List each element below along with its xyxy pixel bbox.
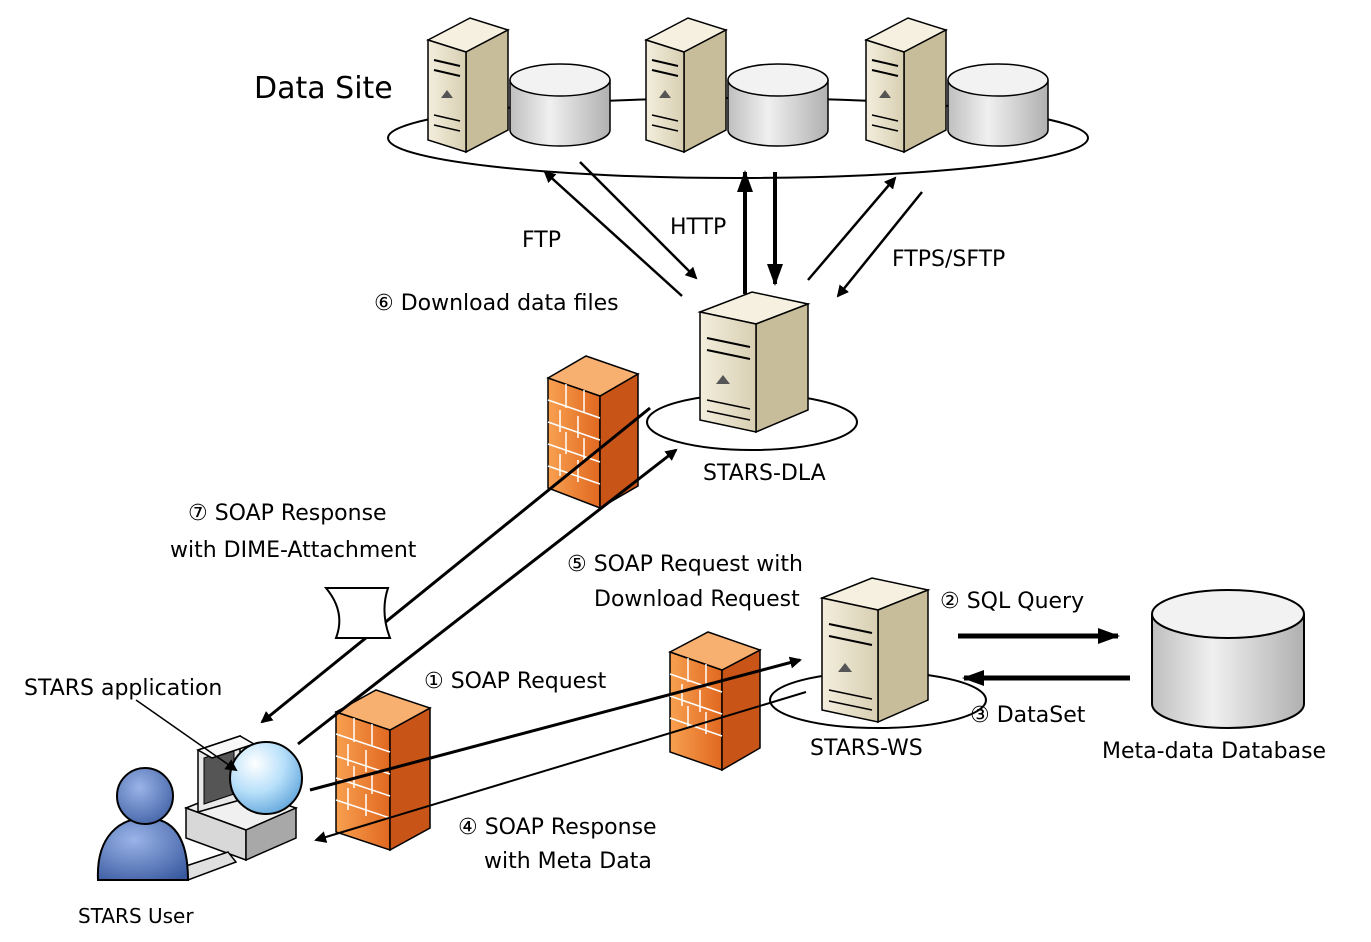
data-site-server-2-icon <box>644 17 728 154</box>
data-site-disk-1-icon <box>509 63 611 147</box>
step-7-label-line-2: with DIME-Attachment <box>170 538 417 563</box>
ftps-label: FTPS/SFTP <box>892 247 1005 272</box>
step-7-arrow <box>260 406 651 724</box>
step-4-arrow <box>314 691 807 843</box>
workstation-icon <box>178 734 299 881</box>
ws-label: STARS-WS <box>810 736 923 761</box>
step-5-label-line-1: ⑤ SOAP Request with <box>567 552 803 577</box>
attachment-document-icon <box>323 587 392 639</box>
stars-ws-group: STARS-WS <box>769 577 987 761</box>
firewall-bottom-icon <box>334 689 432 852</box>
data-site-title: Data Site <box>254 71 393 106</box>
ftp-label: FTP <box>522 228 561 253</box>
user-icon <box>96 767 190 881</box>
step-4-label-line-2: with Meta Data <box>484 849 652 874</box>
step-7-label-line-1: ⑦ SOAP Response <box>188 501 387 526</box>
ws-server-icon <box>819 577 931 724</box>
user-label: STARS User <box>78 904 194 928</box>
data-site-group: Data Site <box>254 17 1089 179</box>
step-3-label: ③ DataSet <box>970 703 1086 728</box>
step-2-label: ② SQL Query <box>940 589 1084 614</box>
ws-db-arrows: ② SQL Query ③ DataSet <box>940 589 1130 728</box>
step-5-arrow <box>297 448 678 746</box>
ftps-arrow-down <box>836 191 923 298</box>
dla-server-icon <box>697 291 811 434</box>
step-6-label: ⑥ Download data files <box>374 291 619 316</box>
globe-application-icon <box>229 741 303 815</box>
step-1-label: ① SOAP Request <box>424 669 607 694</box>
step-1-arrow <box>309 656 802 792</box>
data-site-server-3-icon <box>864 17 948 154</box>
protocol-arrows: FTP HTTP FTPS/SFTP ⑥ Download data files <box>374 161 1005 316</box>
step-5-label-line-2: Download Request <box>594 587 800 612</box>
app-pointer-arrow <box>135 699 238 772</box>
ftp-arrow-up <box>543 170 683 297</box>
database-label: Meta-data Database <box>1102 739 1326 764</box>
data-site-server-1-icon <box>426 17 510 154</box>
metadata-database-icon <box>1151 589 1305 729</box>
stars-dla-group: STARS-DLA <box>646 291 858 486</box>
ftp-arrow-down <box>579 161 698 280</box>
http-label: HTTP <box>670 215 726 240</box>
dla-label: STARS-DLA <box>703 461 826 486</box>
firewall-top-icon <box>546 355 640 510</box>
data-site-disk-3-icon <box>947 63 1049 147</box>
client-ws-arrows: ① SOAP Request ④ SOAP Response with Meta… <box>309 656 807 874</box>
step-4-label-line-1: ④ SOAP Response <box>458 815 657 840</box>
dla-client-arrows: ⑦ SOAP Response with DIME-Attachment ⑤ S… <box>170 406 803 746</box>
data-site-disk-2-icon <box>727 63 829 147</box>
app-label: STARS application <box>24 676 222 701</box>
firewall-middle-icon <box>668 631 762 772</box>
ftps-arrow-up <box>807 176 897 281</box>
